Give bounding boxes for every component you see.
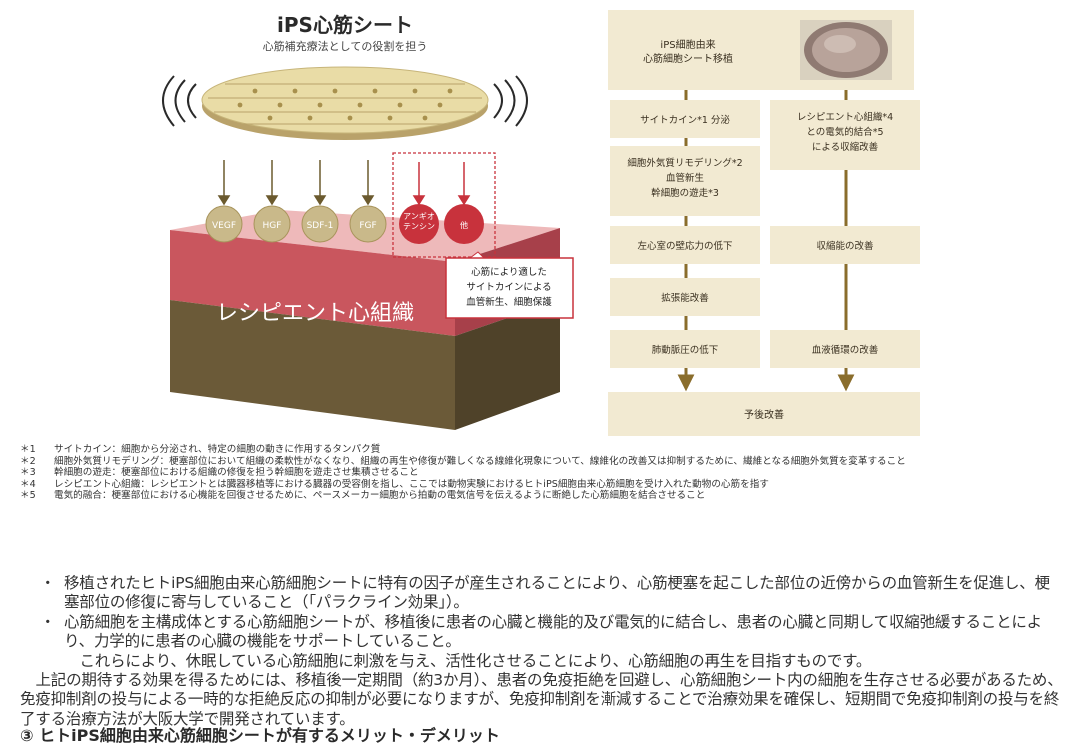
footnote-5: ＊5 電気的融合：梗塞部位における心機能を回復させるために、ペースメーカー細胞から… [20,490,1070,502]
footnote-mark: ＊1 [20,444,36,455]
section-heading: ③ ヒトiPS細胞由来心筋細胞シートが有するメリット・デメリット [20,726,500,745]
callout-box: 心筋により適した サイトカインによる 血管新生、細胞保護 [445,251,574,319]
vibration-arcs [162,75,528,127]
footnotes: ＊1 サイトカイン：細胞から分泌され、特定の細胞の動きに作用するタンパク質 ＊2 細… [20,444,1070,502]
flow-left-box-2 [610,146,760,216]
ips-heart-sheet [201,66,489,140]
footnote-4: ＊4 レシピエント心組織：レシピエントとは臓器移植等における臓器の受容側を指し、こ… [20,479,1070,491]
footnote-text: サイトカイン：細胞から分泌され、特定の細胞の動きに作用するタンパク質 [54,444,381,455]
factor-angiotensin-label-1: アンギオテンシン [403,212,435,231]
callout-line-1: 心筋により適した [471,266,547,278]
flow-top-line-1: iPS細胞由来 [660,38,715,51]
flow-left-4-line-1: 拡張能改善 [661,292,709,304]
flow-right-1-line-2: との電気的結合*5 [806,126,883,138]
factor-sdf1: SDF-1 [301,205,339,243]
flow-left-box-4 [610,278,760,316]
footnote-mark: ＊3 [20,467,36,479]
factor-vegf: VEGF [205,205,243,243]
factor-circles: VEGF HGF SDF-1 FGF [205,205,387,243]
bullet-mark: ・ [40,574,56,592]
footnote-2: ＊2 細胞外気質リモデリング：梗塞部位において組織の柔軟性がなくなり、組織の再生や… [20,456,1070,468]
footnote-text: 幹細胞の遊走：梗塞部位における組織の修復を担う幹細胞を遊走させ集積させること [54,467,419,479]
footnote-text: 細胞外気質リモデリング：梗塞部位において組織の柔軟性がなくなり、組織の再生や修復… [54,455,906,467]
bullet-mark: ・ [40,612,56,631]
cardiac-sheet-photo [800,20,892,80]
flow-right-2-line-1: 収縮能の改善 [816,240,874,252]
highlight-circles: アンギオテンシン 他 [399,204,484,244]
flow-top-line-2: 心筋細胞シート移植 [643,52,733,65]
footnote-mark: ＊5 [20,490,36,502]
factor-angiotensin-line: アンギオ [403,212,435,221]
illustration-title: iPS心筋シート [277,13,413,37]
footnote-3: ＊3 幹細胞の遊走：梗塞部位における組織の修復を担う幹細胞を遊走させ集積させること [20,467,1070,479]
factor-other-label: 他 [460,220,468,230]
footnote-mark: ＊4 [20,478,36,490]
factor-sdf1-label: SDF-1 [307,221,334,231]
footnote-1: ＊1 サイトカイン：細胞から分泌され、特定の細胞の動きに作用するタンパク質 [20,444,1070,456]
body-text: ・移植されたヒトiPS細胞由来心筋細胞シートに特有の因子が産生されることにより、… [20,574,1065,729]
flow-left-2-line-2: 血管新生 [666,172,705,184]
footnote-text: 電気的融合：梗塞部位における心機能を回復させるために、ペースメーカー細胞から拍動… [54,490,706,502]
paragraph: 上記の期待する効果を得るためには、移植後一定期間（約3か月）、患者の免疫拒絶を回… [20,671,1063,728]
factor-hgf: HGF [253,205,291,243]
factor-fgf: FGF [349,205,387,243]
callout-line-2: サイトカインによる [466,282,551,293]
highlight-dashed-box [392,152,496,258]
mechanism-flowchart: iPS細胞由来 心筋細胞シート移植 サイトカイン*1 分泌 細胞外気質リモデリン… [608,10,920,436]
flow-right-3-line-1: 血液循環の改善 [812,344,879,356]
footnote-mark: ＊2 [20,455,36,467]
flow-right-box-2 [770,226,920,264]
flow-left-2-line-3: 幹細胞の遊走*3 [651,187,719,199]
factor-fgf-label: FGF [359,221,376,231]
flow-right-box-3 [770,330,920,368]
flow-left-5-line-1: 肺動脈圧の低下 [652,344,719,356]
bullet-text: 移植されたヒトiPS細胞由来心筋細胞シートに特有の因子が産生されることにより、心… [64,574,1050,612]
flow-left-box-1 [610,100,760,138]
flow-left-column: サイトカイン*1 分泌 細胞外気質リモデリング*2 血管新生 幹細胞の遊走*3 … [610,100,760,368]
flow-left-3-line-1: 左心室の壁応力の低下 [637,240,732,252]
flow-bottom-label: 予後改善 [744,408,784,421]
ips-sheet-illustration: iPS心筋シート 心筋補充療法としての役割を担う レシ [162,13,574,430]
footnote-text: レシピエント心組織：レシピエントとは臓器移植等における臓器の受容側を指し、ここで… [54,478,769,490]
callout-line-3: 血管新生、細胞保護 [466,296,552,308]
tissue-label: レシピエント心組織 [216,301,414,326]
paragraph: これらにより、休眠している心筋細胞に刺激を与え、活性化させることにより、心筋細胞… [79,651,872,670]
factor-arrows [217,160,375,206]
bullet-item: ・心筋細胞を主構成体とする心筋細胞シートが、移植後に患者の心臓と機能的及び電気的… [40,613,1065,652]
illustration-subtitle: 心筋補充療法としての役割を担う [263,39,428,53]
flow-left-box-3 [610,226,760,264]
highlight-arrows [412,162,471,206]
flow-bottom-box [608,392,920,436]
flow-left-2-line-1: 細胞外気質リモデリング*2 [627,157,742,169]
flow-right-1-line-1: レシピエント心組織*4 [797,111,893,123]
flow-right-column: レシピエント心組織*4 との電気的結合*5 による収縮改善 収縮能の改善 血液循… [770,100,920,368]
factor-vegf-label: VEGF [212,221,236,231]
flow-left-box-5 [610,330,760,368]
bullet-text: 心筋細胞を主構成体とする心筋細胞シートが、移植後に患者の心臓と機能的及び電気的に… [64,612,1042,651]
factor-angiotensin-line: テンシン [403,222,435,231]
bullet-item: ・移植されたヒトiPS細胞由来心筋細胞シートに特有の因子が産生されることにより、… [40,574,1065,613]
flow-left-1-line-1: サイトカイン*1 分泌 [640,114,730,126]
flow-right-1-line-3: による収縮改善 [812,141,879,153]
factor-hgf-label: HGF [263,221,282,231]
flow-right-box-1 [770,100,920,170]
